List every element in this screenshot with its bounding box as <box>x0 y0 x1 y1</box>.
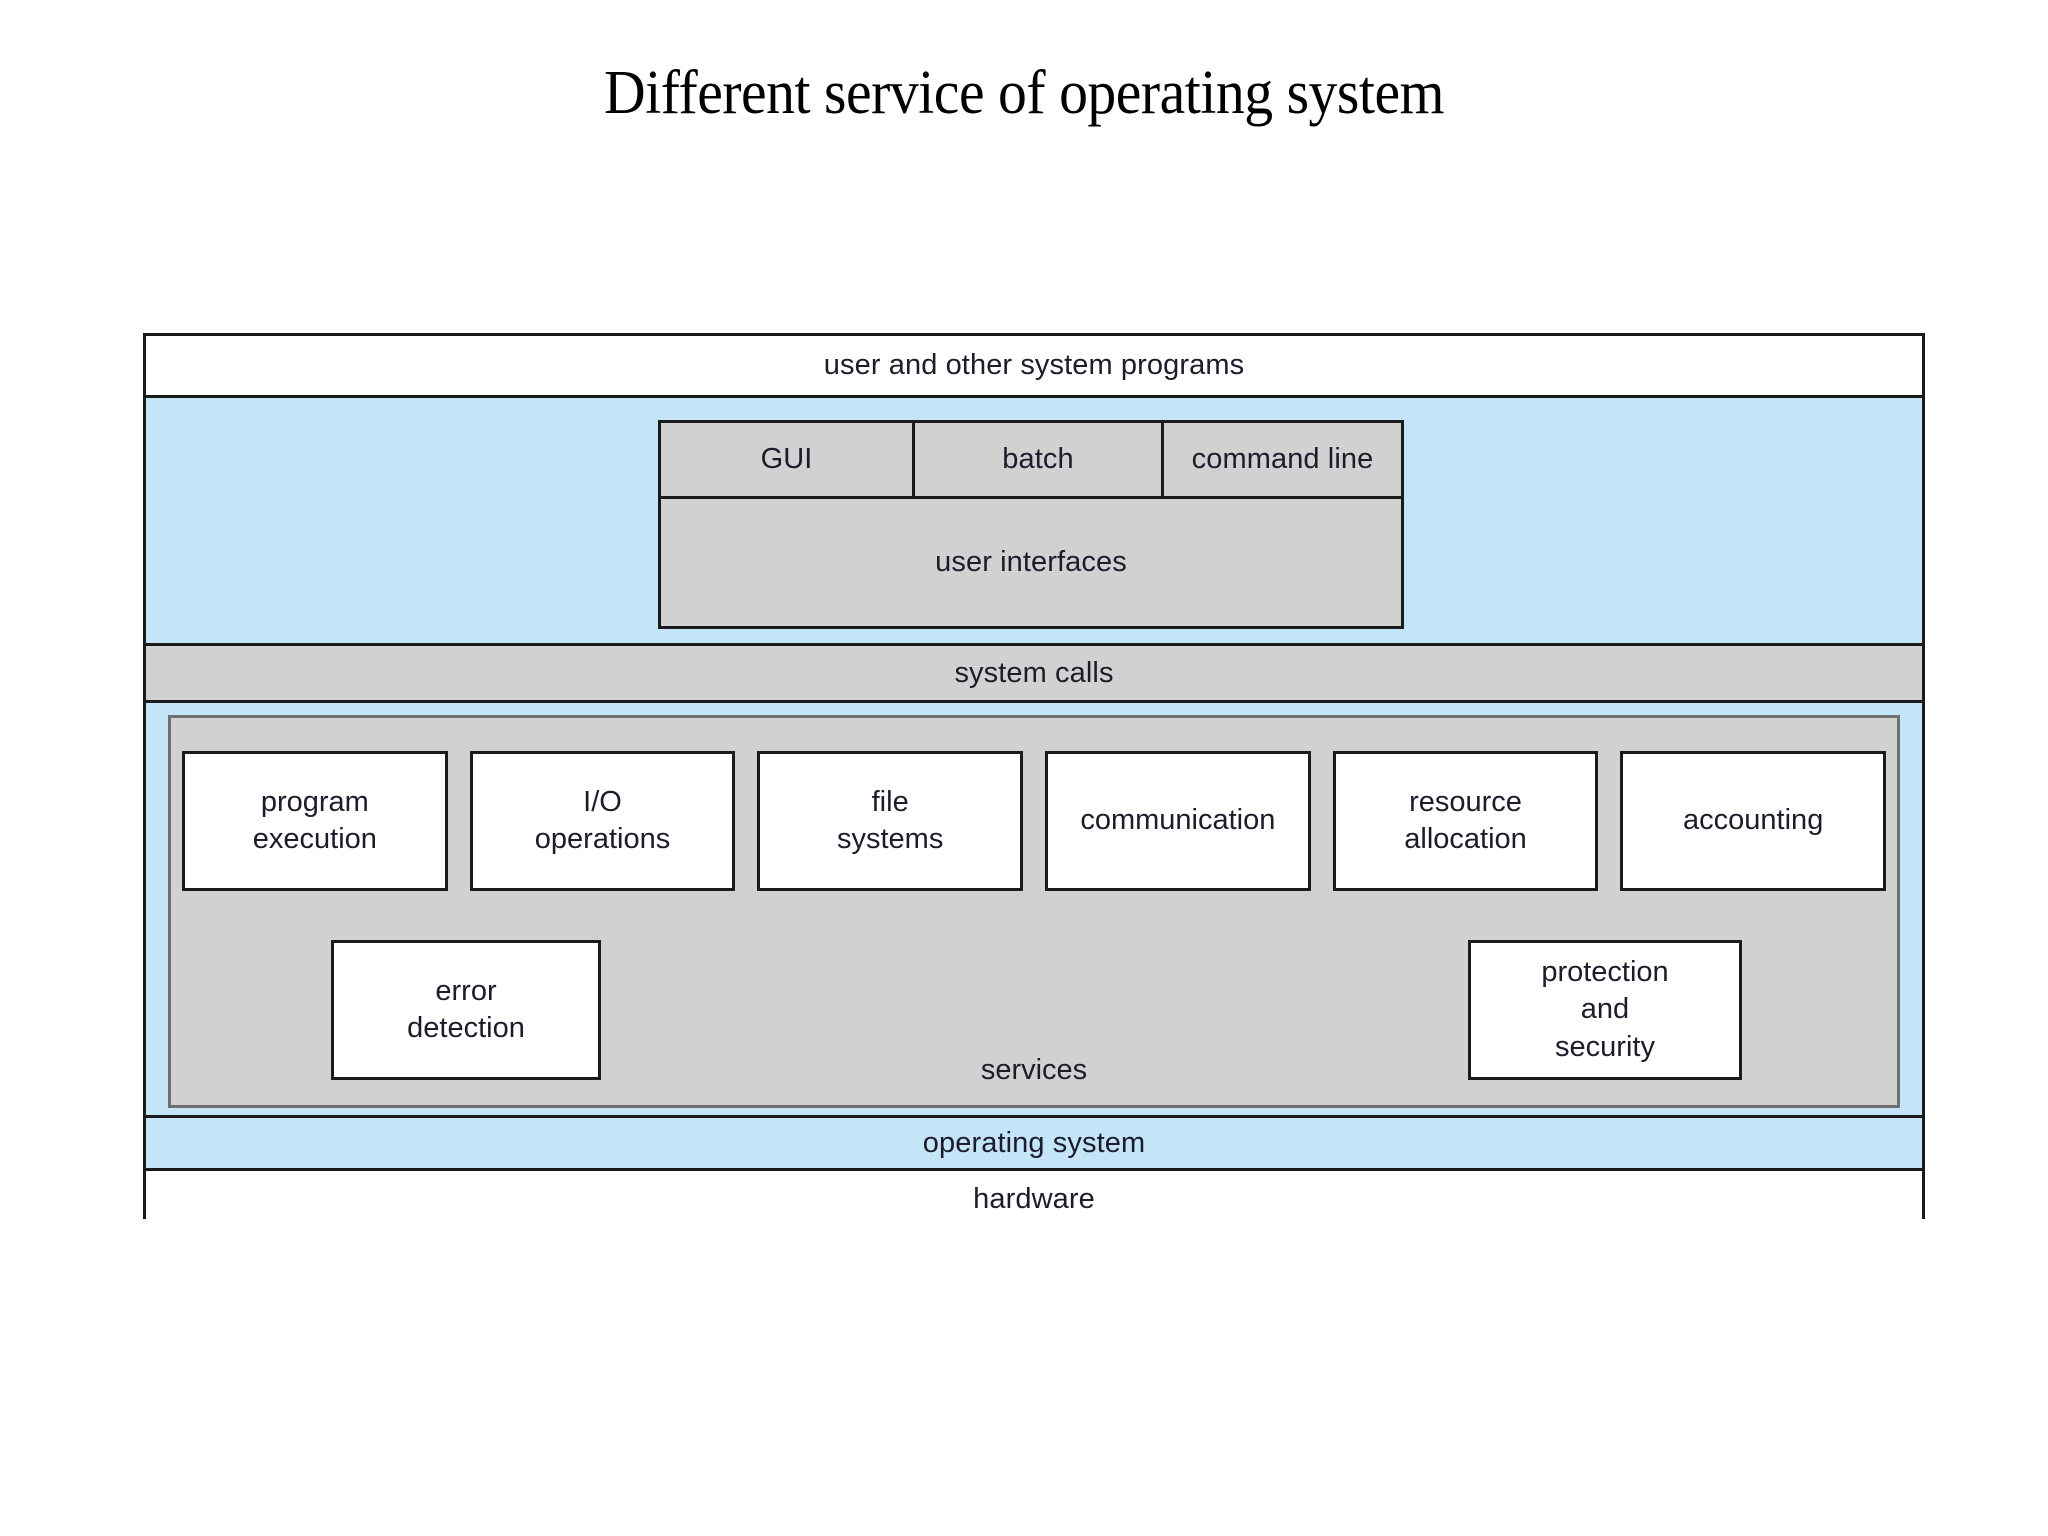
layer-operating-system: operating system <box>146 1118 1922 1171</box>
layer-user-and-other-system-programs: user and other system programs <box>146 336 1922 398</box>
ui-mode-batch[interactable]: batch <box>912 423 1161 496</box>
service-communication[interactable]: communication <box>1045 751 1311 891</box>
service-cell: resource allocation <box>1322 751 1610 891</box>
service-accounting[interactable]: accounting <box>1620 751 1887 891</box>
service-cell: accounting <box>1609 751 1897 891</box>
services-row-primary: program execution I/O operations file sy… <box>171 751 1897 891</box>
services-box: program execution I/O operations file sy… <box>168 715 1900 1108</box>
service-cell: communication <box>1034 751 1322 891</box>
layer-services-band: program execution I/O operations file sy… <box>146 703 1922 1118</box>
layer-hardware: hardware <box>146 1171 1922 1228</box>
service-program-execution[interactable]: program execution <box>182 751 448 891</box>
services-label: services <box>980 1054 1088 1086</box>
user-interfaces-label: user interfaces <box>935 546 1127 578</box>
user-interfaces-box: GUI batch command line user interfaces <box>658 420 1404 629</box>
service-protection-and-security[interactable]: protection and security <box>1468 940 1742 1080</box>
layer-system-calls: system calls <box>146 646 1922 703</box>
page-title: Different service of operating system <box>604 59 1444 127</box>
service-cell: I/O operations <box>459 751 747 891</box>
service-cell: program execution <box>171 751 459 891</box>
service-resource-allocation[interactable]: resource allocation <box>1332 751 1599 891</box>
ui-mode-gui[interactable]: GUI <box>661 423 912 496</box>
user-interface-modes-row: GUI batch command line <box>661 423 1401 499</box>
ui-mode-command-line[interactable]: command line <box>1161 423 1401 496</box>
service-cell: file systems <box>746 751 1034 891</box>
layer-user-interfaces-band: GUI batch command line user interfaces <box>146 398 1922 646</box>
service-io-operations[interactable]: I/O operations <box>469 751 736 891</box>
operating-system-services-diagram: user and other system programs GUI batch… <box>143 333 1925 1228</box>
service-file-systems[interactable]: file systems <box>757 751 1024 891</box>
service-error-detection[interactable]: error detection <box>331 940 601 1080</box>
